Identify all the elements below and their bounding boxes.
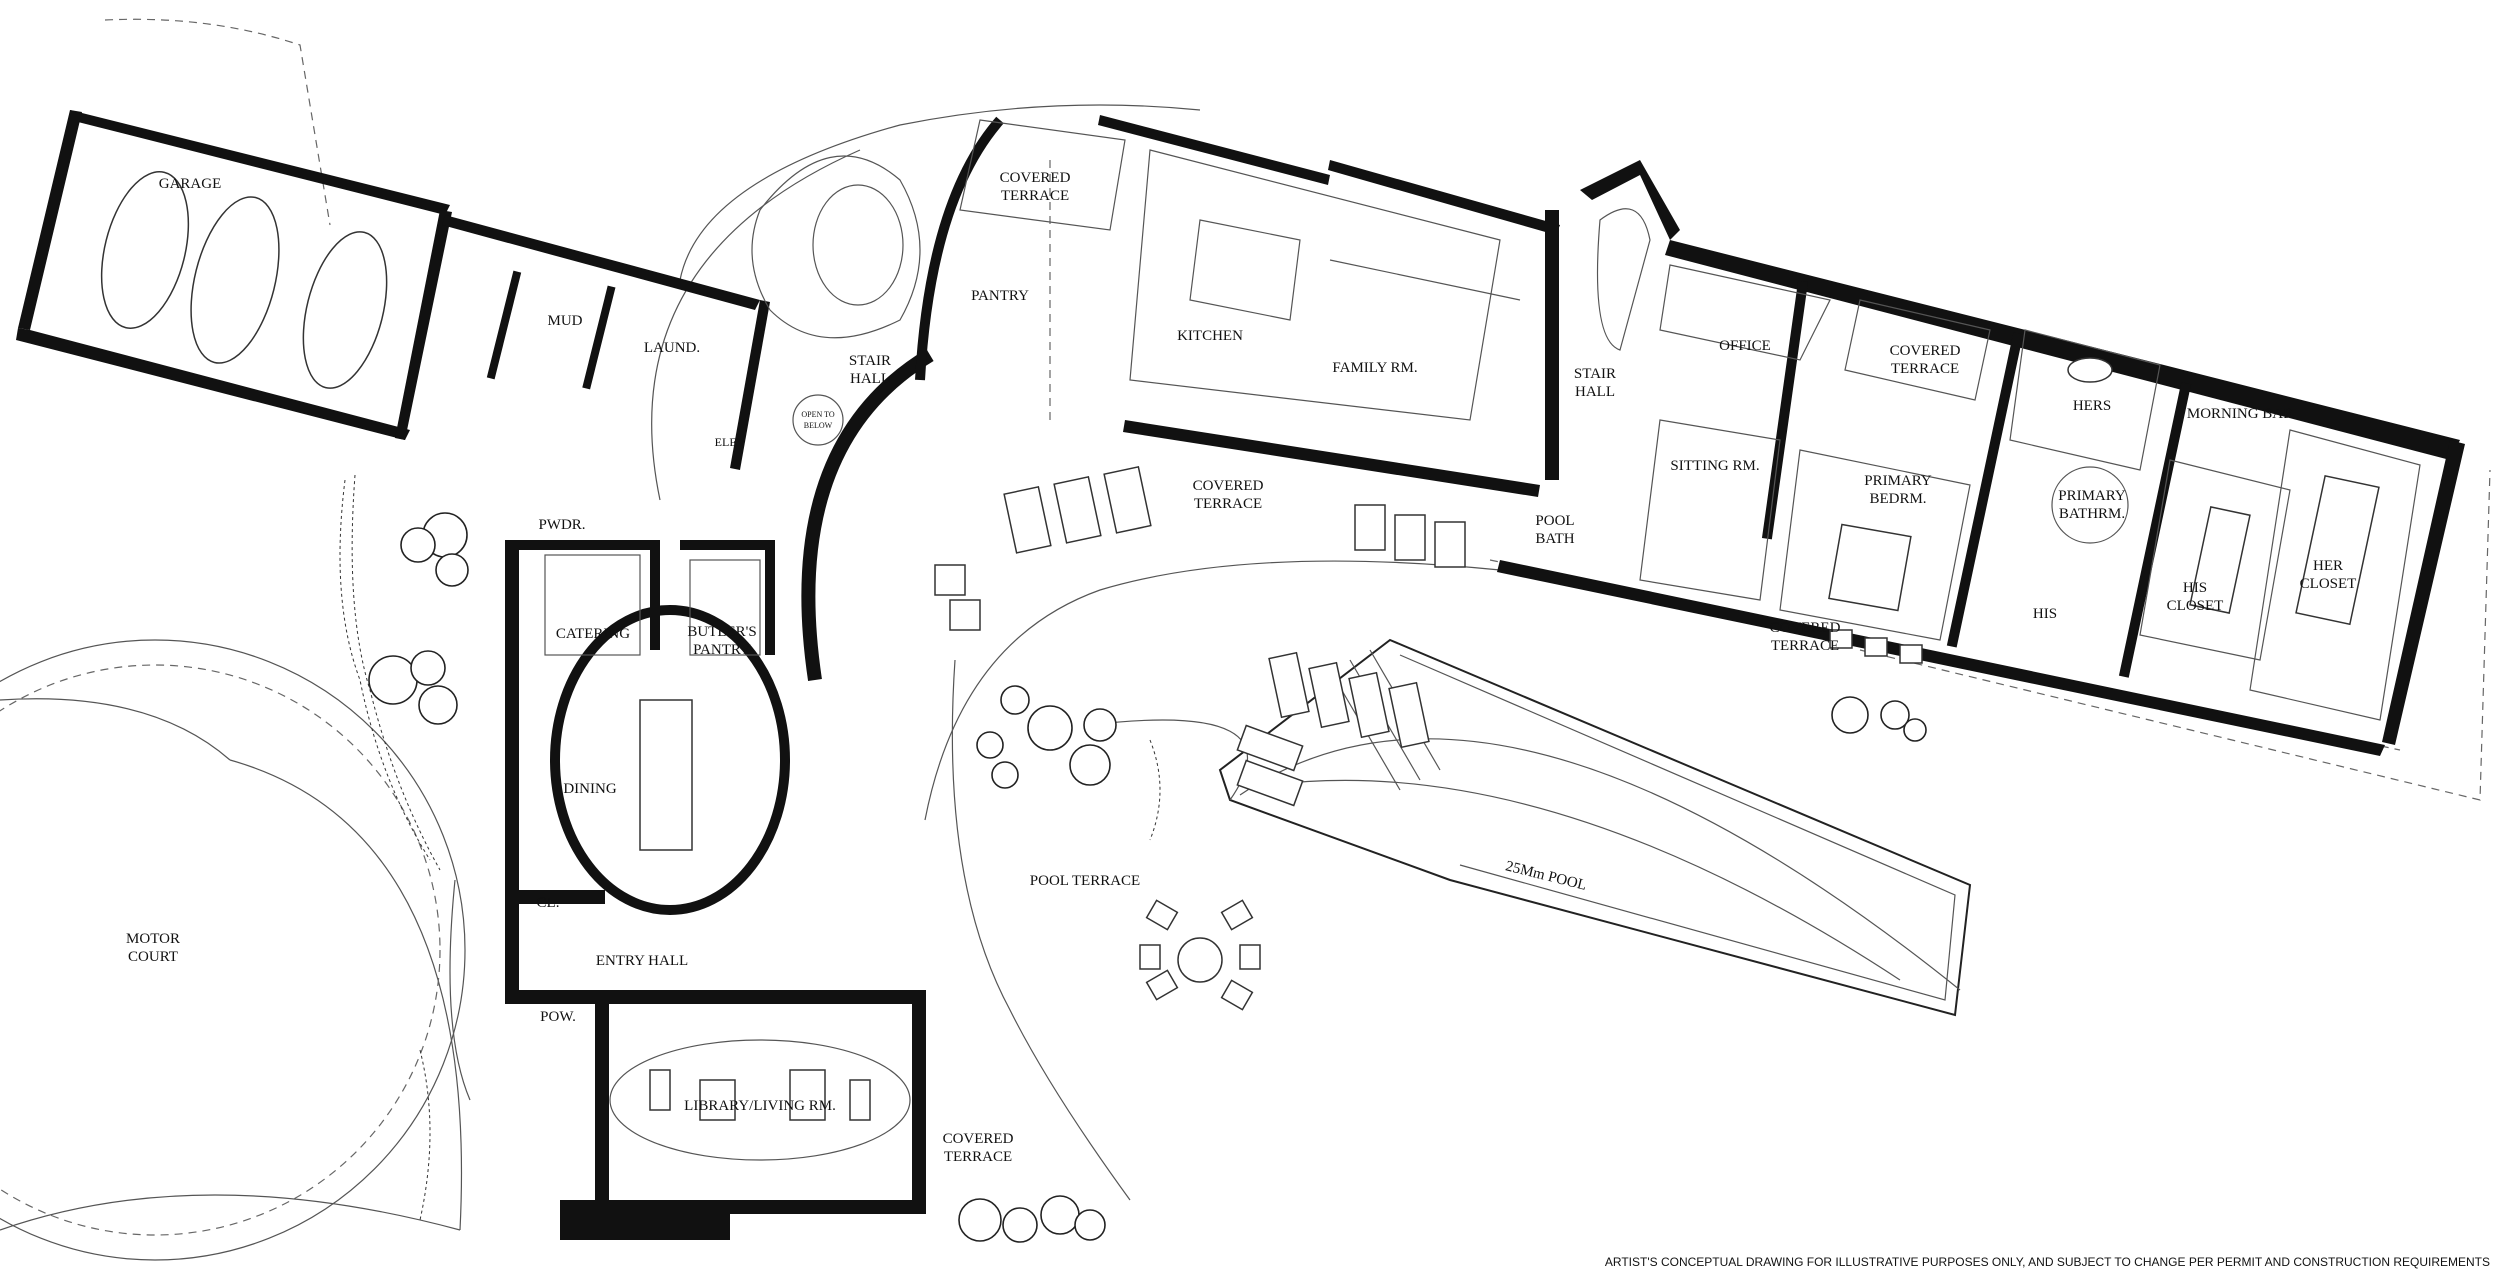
label-primary-bathrm-1: PRIMARY [2058,488,2126,504]
label-stair-hall-e-2: HALL [1575,384,1615,400]
disclaimer-note: ARTIST'S CONCEPTUAL DRAWING FOR ILLUSTRA… [1605,1255,2490,1269]
label-elev: ELEV [715,435,746,449]
label-open-to-below-2: BELOW [804,421,833,430]
site-lines [0,18,2491,1231]
label-pow: POW. [540,1009,576,1025]
label-motor-court-2: COURT [128,949,178,965]
label-dining: DINING [563,781,616,797]
label-laund: LAUND. [644,340,700,356]
label-morning-bar: MORNING BAR [2187,406,2293,422]
label-primary-bedrm-2: BEDRM. [1869,491,1926,507]
label-covered-terrace-ne-1: COVERED [1890,343,1961,359]
label-stair-hall-w-1: STAIR [849,353,891,369]
label-butlers-pantry-1: BUTLER'S [687,624,756,640]
label-covered-terrace-nw-1: COVERED [1000,170,1071,186]
interior-lines [100,119,2421,1161]
label-open-to-below-1: OPEN TO [801,410,834,419]
walls [16,110,2465,1240]
label-primary-bedrm-1: PRIMARY [1864,473,1932,489]
label-his: HIS [2033,606,2057,622]
label-garage: GARAGE [159,176,222,192]
label-stair-hall-w-2: HALL [850,371,890,387]
label-pool-bath-2: BATH [1535,531,1574,547]
label-his-closet-1: HIS [2183,580,2207,596]
label-mud: MUD [547,313,582,329]
label-butlers-pantry-2: PANTRY [693,642,751,658]
label-family-rm: FAMILY RM. [1332,360,1417,376]
label-covered-terrace-mid-1: COVERED [1193,478,1264,494]
label-her-closet-2: CLOSET [2300,576,2357,592]
label-office: OFFICE [1719,338,1771,354]
label-cl: CL. [537,895,560,911]
label-covered-terrace-nw-2: TERRACE [1001,188,1069,204]
label-primary-bathrm-2: BATHRM. [2059,506,2125,522]
landscape-trees [339,474,1927,1243]
label-motor-court-1: MOTOR [126,931,180,947]
label-covered-terrace-sw-1: COVERED [943,1131,1014,1147]
label-hers: HERS [2073,398,2111,414]
pool [1089,638,1972,1017]
label-pool-terrace: POOL TERRACE [1030,873,1140,889]
label-covered-terrace-ne-2: TERRACE [1891,361,1959,377]
label-his-closet-2: CLOSET [2167,598,2224,614]
label-pool-bath-1: POOL [1535,513,1574,529]
room-labels: GARAGE MUD LAUND. ELEV COVERED TERRACE P… [126,170,2356,1165]
label-her-closet-1: HER [2313,558,2343,574]
label-covered-terrace-bed-1: COVERED [1770,620,1841,636]
label-pwdr: PWDR. [538,517,585,533]
pool-loungers [1139,651,1430,1011]
label-covered-terrace-sw-2: TERRACE [944,1149,1012,1165]
label-pantry: PANTRY [971,288,1029,304]
motor-court [0,639,466,1261]
label-stair-hall-e-1: STAIR [1574,366,1616,382]
label-entry-hall: ENTRY HALL [596,953,688,969]
label-catering: CATERING [556,626,630,642]
label-library-living-rm: LIBRARY/LIVING RM. [684,1098,836,1114]
label-sitting-rm: SITTING RM. [1670,458,1759,474]
label-covered-terrace-bed-2: TERRACE [1771,638,1839,654]
label-covered-terrace-mid-2: TERRACE [1194,496,1262,512]
label-kitchen: KITCHEN [1177,328,1243,344]
